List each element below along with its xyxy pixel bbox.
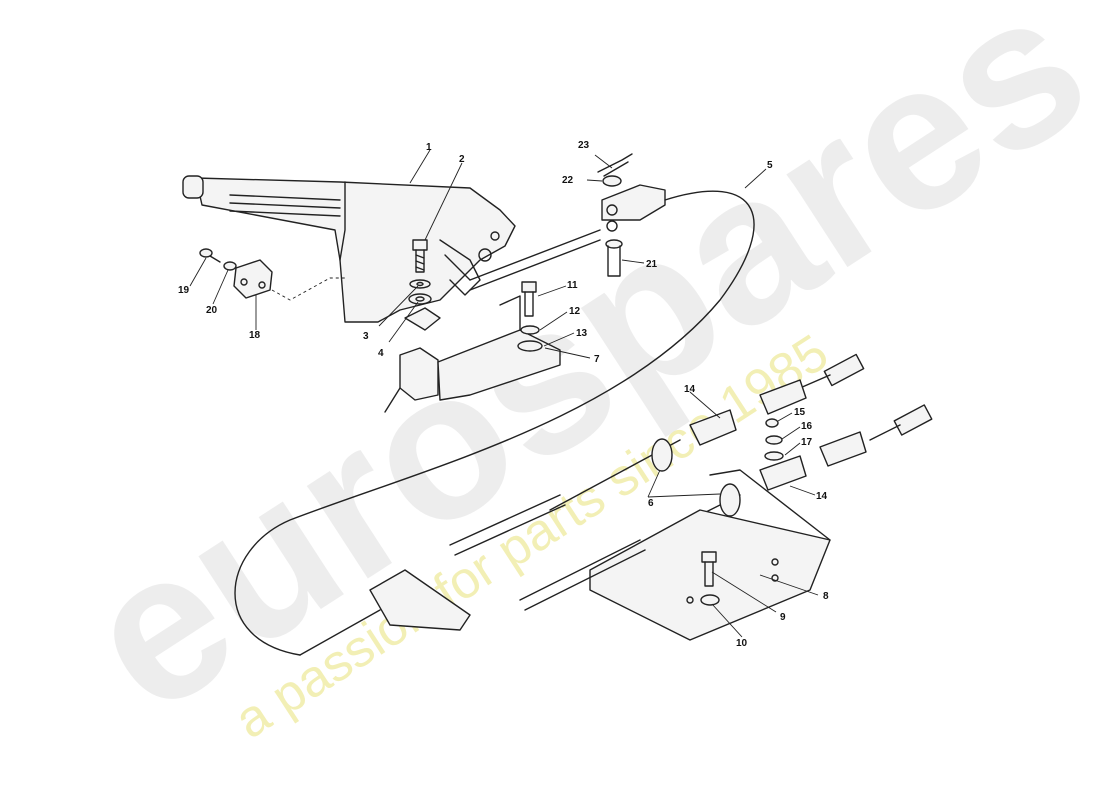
- bolt-9: [701, 551, 717, 587]
- washer-22: [602, 175, 622, 187]
- clevis-5: [601, 184, 666, 232]
- callout-15: 15: [794, 407, 806, 418]
- washer-12: [520, 325, 540, 335]
- callout-23: 23: [578, 140, 590, 151]
- callout-21: 21: [646, 259, 658, 270]
- switch-18: [233, 259, 273, 299]
- washer-16: [765, 435, 783, 445]
- callout-labels: 1 2 3 4 5 6 7 8 9 10 11 12 13 14 14 15 1…: [178, 140, 829, 649]
- callout-17: 17: [801, 437, 813, 448]
- callout-12: 12: [569, 306, 581, 317]
- callout-9: 9: [780, 612, 786, 623]
- switch-dashed-line: [271, 277, 345, 301]
- watermark: eurospares a passion for parts since 198…: [47, 0, 1100, 758]
- callout-18: 18: [249, 330, 261, 341]
- bolt-15: [765, 418, 779, 428]
- callout-2: 2: [459, 154, 465, 165]
- watermark-brand: eurospares: [47, 0, 1100, 758]
- washer-4: [408, 293, 432, 305]
- link-rod: [469, 229, 601, 291]
- callout-13: 13: [576, 328, 588, 339]
- callout-7: 7: [594, 354, 600, 365]
- callout-14: 14: [684, 384, 696, 395]
- link-spring: [444, 254, 471, 281]
- bolt-2: [412, 239, 428, 273]
- washer-3: [409, 279, 431, 289]
- nut-10: [700, 594, 720, 606]
- handbrake-lever: [182, 175, 516, 323]
- bracket-4: [404, 307, 441, 331]
- callout-19: 19: [178, 285, 190, 296]
- callout-4: 4: [378, 348, 384, 359]
- washer-20: [223, 261, 237, 271]
- cable-assembly-lower: [599, 404, 933, 566]
- mounting-plate-8: [589, 469, 831, 641]
- callout-16: 16: [801, 421, 813, 432]
- yoke: [299, 569, 471, 656]
- screw-19: [199, 248, 221, 263]
- callout-11: 11: [567, 280, 578, 291]
- callout-20: 20: [206, 305, 218, 316]
- callout-3: 3: [363, 331, 369, 342]
- callout-1: 1: [426, 142, 432, 153]
- threaded-rod-lower: [519, 539, 646, 611]
- callout-5: 5: [767, 160, 773, 171]
- split-pin-23: [597, 153, 633, 177]
- callout-8: 8: [823, 591, 829, 602]
- cable-assembly-upper: [549, 353, 865, 511]
- leader-lines: [189, 149, 819, 638]
- cable-5: [234, 190, 755, 656]
- callout-14-lower: 14: [816, 491, 828, 502]
- bolt-11: [521, 281, 537, 317]
- washer-17: [764, 451, 784, 461]
- callout-10: 10: [736, 638, 748, 649]
- callout-6: 6: [648, 498, 654, 509]
- callout-22: 22: [562, 175, 574, 186]
- washer-13: [517, 340, 543, 352]
- threaded-rod-upper: [449, 494, 566, 556]
- clevis-pin-21: [605, 239, 623, 277]
